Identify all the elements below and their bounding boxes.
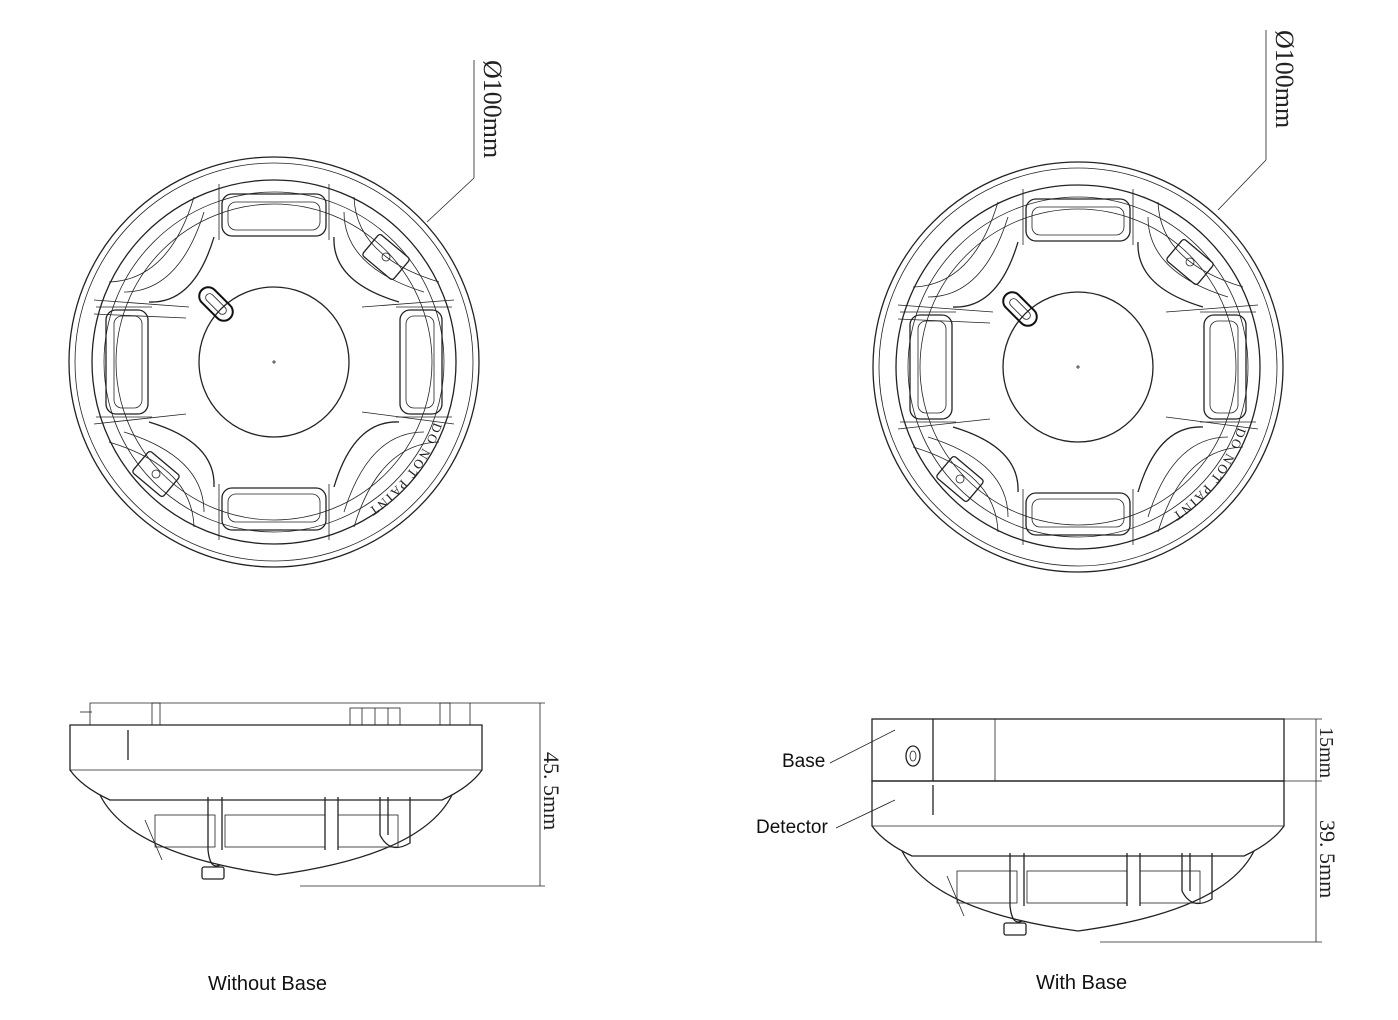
top-view-without-base: DO NOT PAINT bbox=[69, 157, 479, 567]
base-callout-label: Base bbox=[782, 751, 826, 772]
svg-text:DO NOT PAINT: DO NOT PAINT bbox=[365, 421, 445, 520]
diameter-dimension-label: Ø100mm bbox=[1270, 30, 1299, 128]
base-height-dimension-label: 15mm bbox=[1315, 727, 1337, 779]
diameter-dimension-label: Ø100mm bbox=[478, 60, 507, 158]
detector-height-dimension-label: 39. 5mm bbox=[1315, 820, 1340, 898]
svg-text:DO NOT PAINT: DO NOT PAINT bbox=[1169, 426, 1249, 525]
detector-callout-label: Detector bbox=[756, 817, 828, 838]
do-not-paint-marking: DO NOT PAINT bbox=[1169, 426, 1247, 525]
with-base-caption: With Base bbox=[1036, 972, 1128, 994]
top-view-with-base: DO NOT PAINT bbox=[873, 162, 1283, 572]
do-not-paint-marking: DO NOT PAINT bbox=[365, 421, 443, 520]
height-dimension-label: 45. 5mm bbox=[539, 752, 564, 830]
without-base-caption: Without Base bbox=[208, 973, 327, 995]
side-view-without-base bbox=[69, 702, 545, 887]
side-view-with-base bbox=[829, 718, 1322, 943]
